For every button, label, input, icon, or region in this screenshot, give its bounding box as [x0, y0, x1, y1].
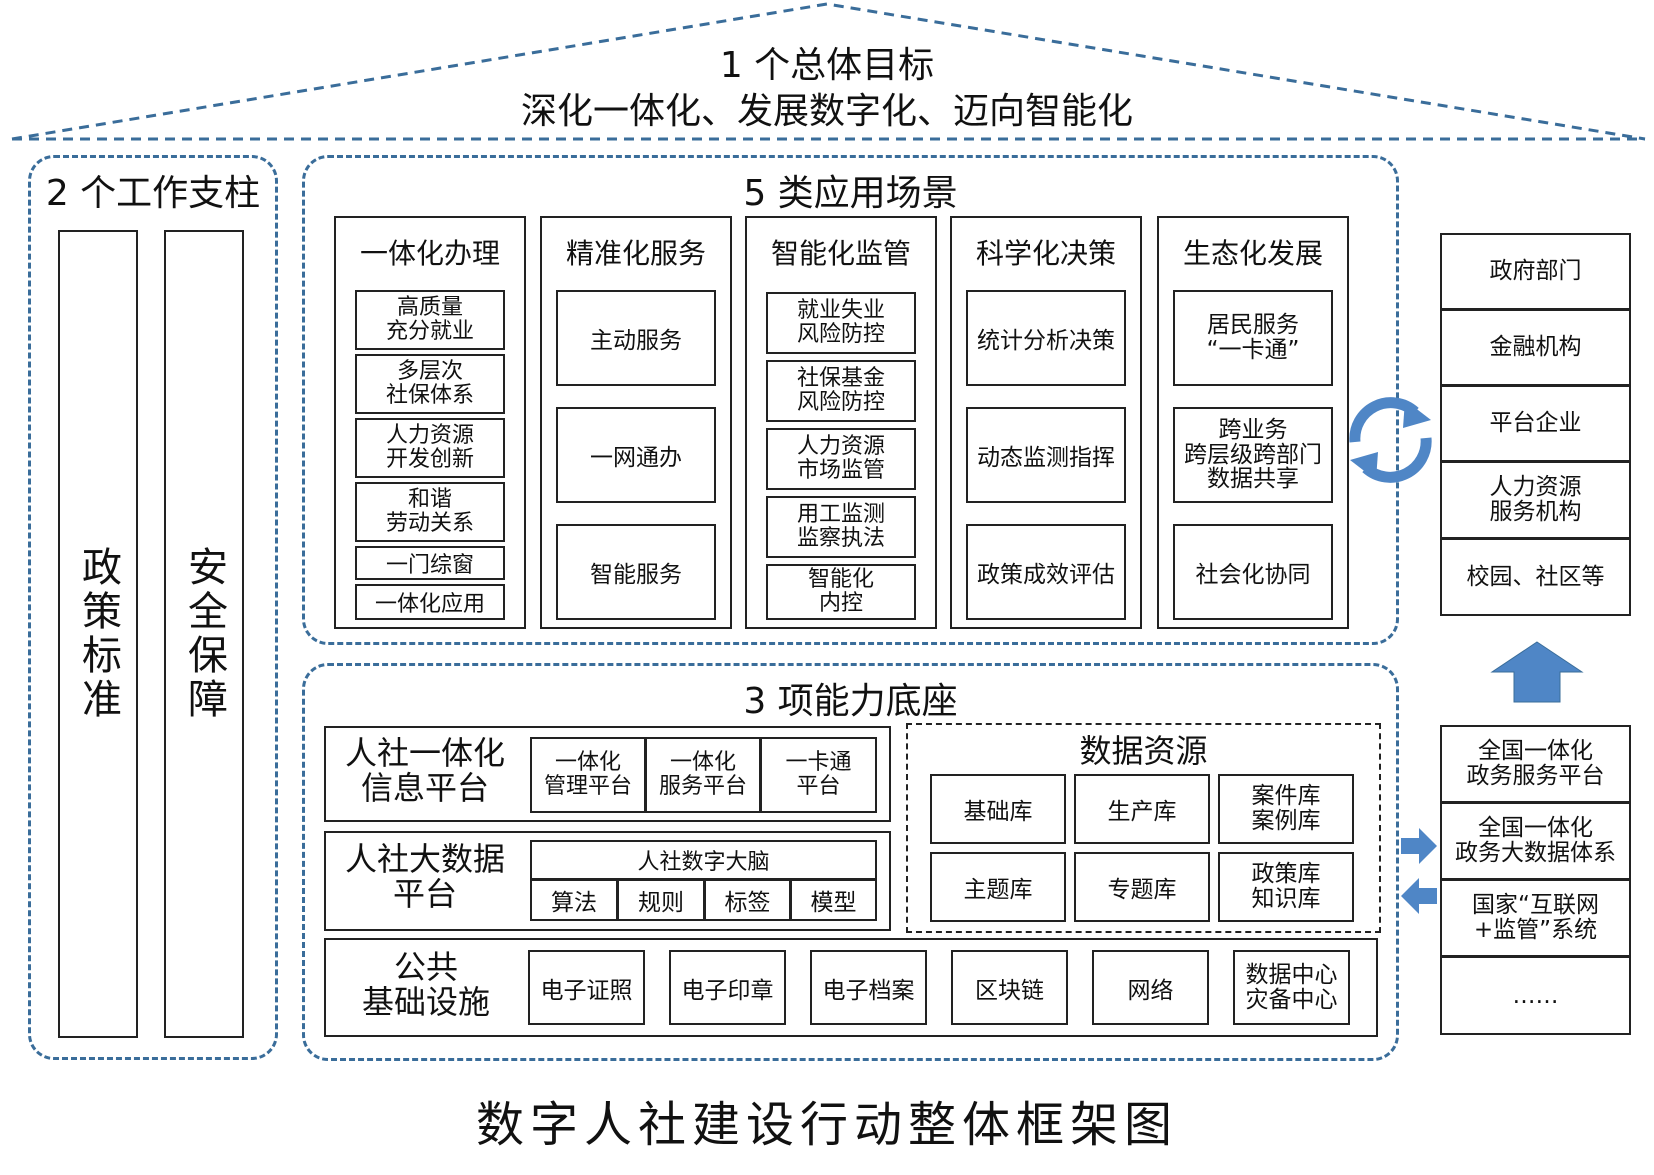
- scenario-item: 高质量 充分就业: [355, 290, 505, 350]
- data-resource-item: 案件库 案例库: [1218, 774, 1354, 844]
- data-resource-item: 基础库: [930, 774, 1066, 844]
- partner-item: 金融机构: [1440, 309, 1631, 386]
- infrastructure-item: 区块链: [951, 950, 1068, 1025]
- scenario-item: 政策成效评估: [966, 524, 1126, 620]
- data-resource-item: 主题库: [930, 852, 1066, 922]
- scenario-item: 社会化协同: [1173, 524, 1333, 620]
- up-arrow-icon: [1490, 641, 1584, 703]
- info-platform-label: 人社一体化 信息平台: [344, 734, 505, 807]
- scenario-column-title: 一体化办理: [359, 237, 500, 270]
- bidirectional-arrows-icon: [1401, 828, 1437, 914]
- scenario-column-precise: 精准化服务: [540, 216, 732, 629]
- brain-component: 规则: [617, 879, 705, 921]
- infrastructure-item: 电子印章: [669, 950, 786, 1025]
- diagram-caption: 数字人社建设行动整体框架图: [475, 1097, 1178, 1153]
- scenario-item: 智能化 内控: [766, 564, 916, 620]
- external-system-item: 国家“互联网 +监管”系统: [1440, 879, 1631, 957]
- platform-item: 一体化 服务平台: [645, 737, 761, 813]
- data-resources-group: [906, 723, 1381, 933]
- external-system-item: ……: [1440, 956, 1631, 1035]
- foundation-group: [302, 663, 1399, 1061]
- scenario-item: 人力资源 开发创新: [355, 418, 505, 478]
- scenario-item: 智能服务: [556, 524, 716, 620]
- pillars-title: 2 个工作支柱: [45, 173, 261, 214]
- info-platform-row: [324, 726, 891, 822]
- roof-outline: [11, 2, 1646, 141]
- scenario-column-ecosystem: 生态化发展: [1157, 216, 1349, 629]
- foundation-title: 3 项能力底座: [743, 681, 958, 722]
- infrastructure-row: [324, 938, 1378, 1037]
- platform-item: 一卡通 平台: [760, 737, 877, 813]
- scenario-column-regulation: 智能化监管: [745, 216, 937, 629]
- partner-item: 人力资源 服务机构: [1440, 461, 1631, 539]
- scenario-item: 动态监测指挥: [966, 407, 1126, 503]
- data-resource-item: 专题库: [1074, 852, 1210, 922]
- scenario-item: 和谐 劳动关系: [355, 482, 505, 542]
- scenario-item: 人力资源 市场监管: [766, 428, 916, 490]
- scenario-item: 居民服务 “一卡通”: [1173, 290, 1333, 386]
- scenario-item: 跨业务 跨层级跨部门 数据共享: [1173, 407, 1333, 503]
- infrastructure-item: 网络: [1092, 950, 1209, 1025]
- digital-brain: 人社数字大脑: [530, 840, 877, 880]
- infrastructure-item: 电子证照: [528, 950, 645, 1025]
- pillar-policy-standard: 政策标准: [58, 230, 138, 1038]
- scenario-column-title: 精准化服务: [565, 237, 706, 270]
- scenario-item: 一体化应用: [355, 584, 505, 620]
- scenario-item: 社保基金 风险防控: [766, 360, 916, 422]
- data-resource-item: 政策库 知识库: [1218, 852, 1354, 922]
- external-system-item: 全国一体化 政务服务平台: [1440, 725, 1631, 803]
- goal-title: 1 个总体目标: [719, 45, 935, 86]
- scenario-column-title: 科学化决策: [975, 237, 1116, 270]
- scenario-item: 一网通办: [556, 407, 716, 503]
- infrastructure-item: 电子档案: [810, 950, 927, 1025]
- goal-subtitle: 深化一体化、发展数字化、迈向智能化: [520, 91, 1133, 132]
- scenarios-title: 5 类应用场景: [743, 173, 958, 214]
- brain-component: 算法: [530, 879, 618, 921]
- scenario-column-title: 生态化发展: [1182, 237, 1323, 270]
- brain-component: 标签: [704, 879, 791, 921]
- partner-item: 平台企业: [1440, 385, 1631, 462]
- partner-item: 校园、社区等: [1440, 538, 1631, 616]
- external-system-item: 全国一体化 政务大数据体系: [1440, 802, 1631, 880]
- scenario-column-decision: 科学化决策: [950, 216, 1142, 629]
- bigdata-platform-label: 人社大数据 平台: [344, 840, 505, 913]
- partner-item: 政府部门: [1440, 233, 1631, 310]
- scenario-item: 就业失业 风险防控: [766, 292, 916, 354]
- data-resource-item: 生产库: [1074, 774, 1210, 844]
- infrastructure-item: 数据中心 灾备中心: [1233, 950, 1350, 1025]
- scenario-column-integrated: 一体化办理: [334, 216, 526, 629]
- scenario-column-title: 智能化监管: [770, 237, 911, 270]
- bigdata-platform-row: [324, 831, 891, 931]
- brain-component: 模型: [790, 879, 877, 921]
- platform-item: 一体化 管理平台: [530, 737, 646, 813]
- scenario-item: 多层次 社保体系: [355, 354, 505, 414]
- pillars-group: [28, 155, 278, 1060]
- infrastructure-label: 公共 基础设施: [361, 948, 490, 1021]
- scenario-item: 主动服务: [556, 290, 716, 386]
- data-resources-title: 数据资源: [1079, 732, 1208, 770]
- scenario-item: 用工监测 监察执法: [766, 496, 916, 558]
- scenario-item: 一门综窗: [355, 546, 505, 580]
- sync-arrows-icon: [1349, 397, 1432, 483]
- pillar-security: 安全保障: [164, 230, 244, 1038]
- scenario-item: 统计分析决策: [966, 290, 1126, 386]
